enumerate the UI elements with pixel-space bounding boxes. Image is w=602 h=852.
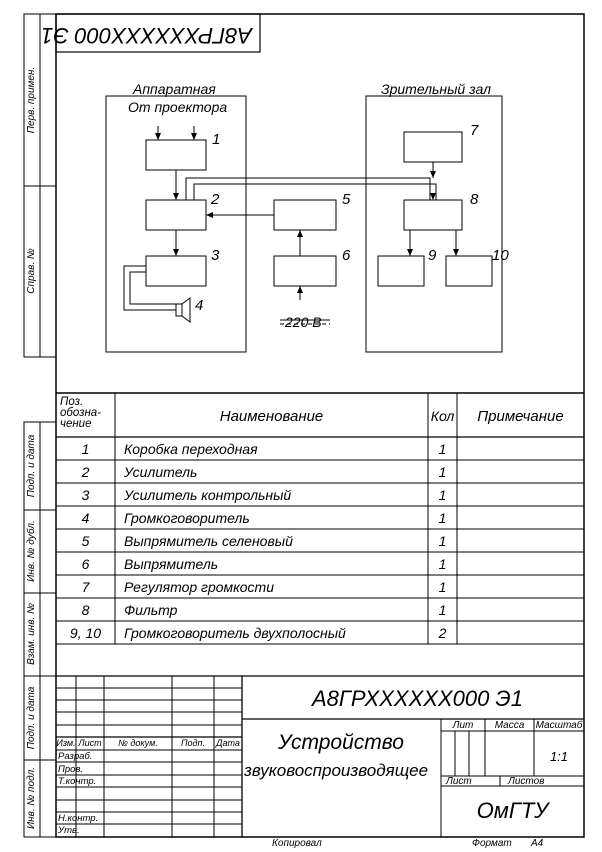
title-doc-code: А8ГРХХХХХХ000 Э1 [312, 686, 523, 711]
col-izm: Изм. [56, 738, 76, 748]
block-5 [273, 199, 337, 231]
block-label-1: 1 [212, 131, 221, 148]
lit-label: Лит [452, 720, 474, 731]
side-label-inv-podl: Инв. № подл. [26, 766, 37, 830]
row-name: Усилитель [124, 464, 198, 480]
col-data: Дата [216, 738, 240, 748]
block-label-4: 4 [195, 297, 204, 314]
col-list: Лист [78, 738, 102, 748]
row-name: Громкоговоритель [124, 510, 250, 526]
speaker-4-cone [181, 297, 191, 323]
row-pos: 7 [81, 579, 90, 595]
role-razrab: Разраб. [58, 751, 93, 762]
side-label-sprav-no: Справ. № [26, 248, 37, 294]
row-qty: 1 [438, 441, 447, 457]
supply-label: 220 В [285, 314, 322, 330]
block-7 [403, 131, 463, 163]
role-prov: Пров. [58, 764, 84, 775]
zone-hall [365, 95, 503, 353]
header-note: Примечание [477, 408, 564, 425]
header-pos-line-1: Поз. [60, 396, 84, 408]
row-qty: 1 [438, 464, 447, 480]
org-name: ОмГТУ [476, 798, 549, 823]
row-qty: 1 [438, 579, 447, 595]
row-qty: 2 [438, 625, 447, 641]
role-nkontr: Н.контр. [58, 813, 99, 824]
row-qty: 1 [438, 510, 447, 526]
row-pos: 3 [81, 487, 90, 503]
header-name: Наименование [219, 408, 324, 425]
row-name: Усилитель контрольный [124, 487, 292, 503]
block-2 [145, 199, 207, 231]
row-qty: 1 [438, 487, 447, 503]
title-line-1: Устройство [278, 731, 404, 754]
block-3 [145, 255, 207, 287]
block-label-5: 5 [342, 191, 351, 208]
row-pos: 4 [81, 510, 90, 526]
zone-left-subtitle: От проектора [128, 99, 228, 115]
row-pos: 1 [81, 441, 90, 457]
block-8 [403, 199, 463, 231]
block-label-7: 7 [470, 122, 479, 139]
header-qty: Кол [430, 408, 455, 424]
title-line-2: звуковоспроизводящее [244, 761, 429, 780]
side-label-inv-dubl: Инв. № дубл. [26, 520, 37, 582]
header-pos: Поз. обозна- чение [60, 396, 112, 430]
zone-left-title: Аппаратная [133, 81, 216, 97]
col-podp: Подп. [181, 738, 205, 748]
block-9 [377, 255, 425, 287]
row-pos: 6 [81, 556, 90, 572]
zone-apparatus [105, 95, 247, 353]
footer-kopiroval: Копировал [272, 838, 322, 849]
footer-format-value: А4 [531, 838, 544, 849]
sheet-frame [55, 13, 585, 838]
block-label-6: 6 [342, 247, 351, 264]
row-name: Громкоговоритель двухполосный [124, 625, 346, 641]
row-pos: 9, 10 [69, 625, 102, 641]
col-doc-no: № докум. [118, 738, 158, 748]
zone-right-title: Зрительный зал [381, 81, 491, 97]
speaker-4-body [175, 303, 183, 317]
side-label-podp-data-1: Подп. и дата [26, 434, 37, 498]
row-name: Выпрямитель [124, 556, 219, 572]
row-name: Выпрямитель селеновый [124, 533, 293, 549]
block-label-2: 2 [211, 191, 220, 208]
header-pos-line-3: чение [60, 418, 92, 430]
masshtab-label: Масштаб [535, 720, 583, 731]
footer-format-label: Формат [472, 838, 512, 849]
top-code: А8ГРХХХХХХ000 Э1 [41, 23, 252, 48]
row-pos: 8 [81, 602, 90, 618]
row-name: Фильтр [124, 602, 178, 618]
massa-label: Масса [494, 720, 525, 731]
row-qty: 1 [438, 602, 447, 618]
block-label-8: 8 [470, 191, 479, 208]
block-label-3: 3 [211, 247, 220, 264]
row-qty: 1 [438, 556, 447, 572]
listov-label: Листов [508, 776, 545, 787]
block-1 [145, 139, 207, 171]
block-10 [445, 255, 493, 287]
row-name: Регулятор громкости [124, 579, 274, 595]
block-label-9: 9 [428, 247, 437, 264]
block-label-10: 10 [492, 247, 509, 264]
scale-value: 1:1 [549, 749, 569, 764]
side-label-podp-data-2: Подп. и дата [26, 686, 37, 750]
row-pos: 2 [81, 464, 90, 480]
side-label-perv-primen: Перв. примен. [26, 66, 37, 134]
row-name: Коробка переходная [124, 441, 258, 457]
block-6 [273, 255, 337, 287]
role-tkontr: Т.контр. [58, 776, 97, 787]
side-label-vzam-inv: Взам. инв. № [26, 603, 37, 665]
role-utv: Утв. [58, 825, 80, 836]
header-pos-line-2: обозна- [60, 407, 102, 419]
row-qty: 1 [438, 533, 447, 549]
row-pos: 5 [81, 533, 90, 549]
list-label: Лист [446, 776, 472, 787]
